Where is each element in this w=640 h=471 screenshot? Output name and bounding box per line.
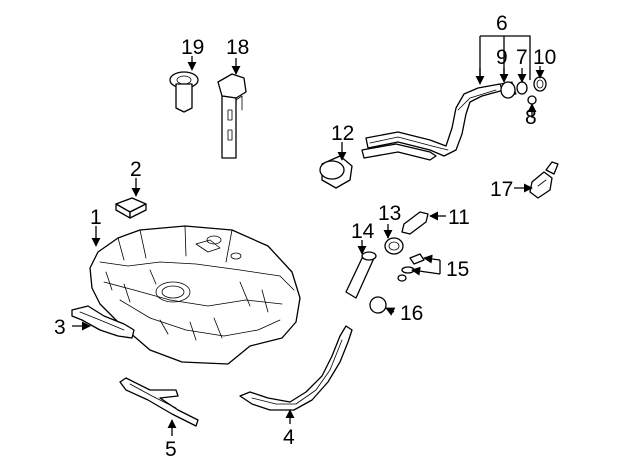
leader-lines xyxy=(72,35,545,436)
strap-3 xyxy=(71,305,135,339)
callout-5: 5 xyxy=(165,438,177,461)
callout-6: 6 xyxy=(496,12,508,35)
fuel-tank xyxy=(89,225,301,365)
grommet-19 xyxy=(169,71,199,113)
callout-1: 1 xyxy=(90,206,102,229)
small-block xyxy=(115,197,147,219)
gasket-16 xyxy=(369,296,387,314)
callout-10: 10 xyxy=(533,46,556,69)
callout-17: 17 xyxy=(490,178,513,201)
fuel-pump-18 xyxy=(217,73,247,159)
callout-11: 11 xyxy=(448,206,470,229)
callout-14: 14 xyxy=(351,220,375,243)
hose-11 xyxy=(401,211,429,235)
callout-16: 16 xyxy=(400,302,423,325)
callout-15: 15 xyxy=(446,258,469,281)
strap-5 xyxy=(119,377,199,427)
clips-15 xyxy=(397,253,425,282)
filler-pipe-assembly xyxy=(361,76,547,161)
valve-17 xyxy=(529,161,559,199)
callouts: 1 2 3 4 5 6 7 8 9 10 11 12 13 14 15 16 1… xyxy=(54,12,556,461)
callout-13: 13 xyxy=(378,202,401,225)
callout-2: 2 xyxy=(130,158,142,181)
fuel-cap xyxy=(319,155,353,189)
callout-12: 12 xyxy=(331,122,354,145)
callout-8: 8 xyxy=(525,106,537,129)
callout-19: 19 xyxy=(181,36,204,59)
callout-18: 18 xyxy=(226,36,249,59)
filter-14 xyxy=(345,251,377,299)
callout-7: 7 xyxy=(516,46,528,69)
callout-9: 9 xyxy=(496,46,508,69)
callout-4: 4 xyxy=(283,426,295,449)
ring-13 xyxy=(384,237,404,255)
callout-3: 3 xyxy=(54,316,66,339)
